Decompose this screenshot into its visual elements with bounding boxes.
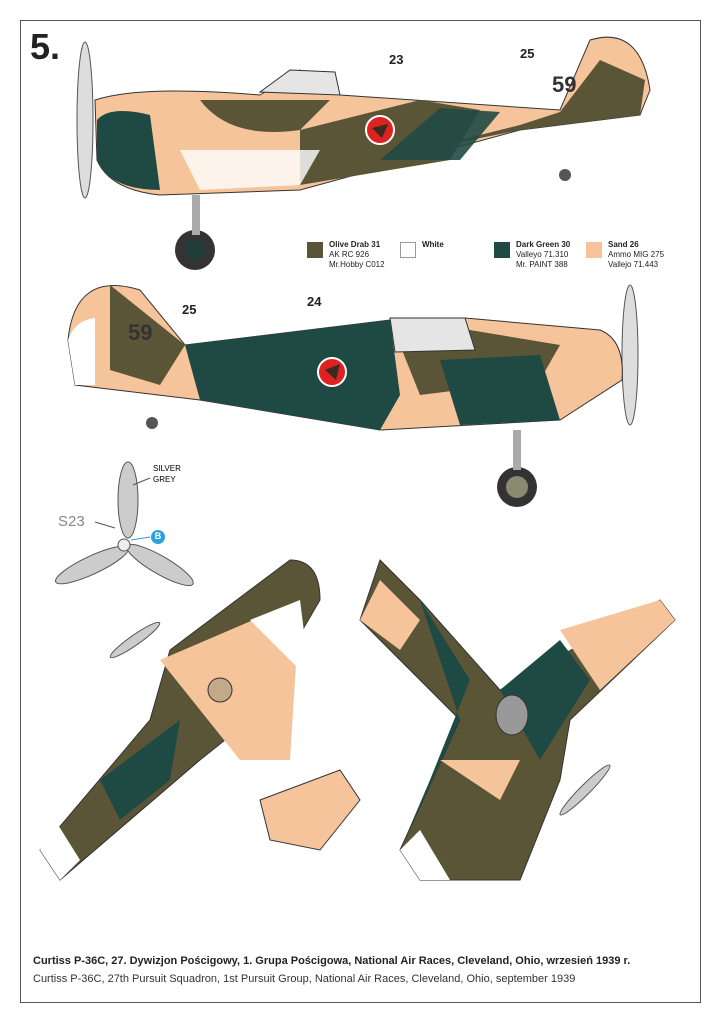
legend-ref: Mr.Hobby C012 xyxy=(329,260,385,269)
decal-24-callout: 24 xyxy=(307,294,322,309)
swatch-olive xyxy=(307,242,323,258)
top-view xyxy=(359,559,676,881)
bottom-view xyxy=(39,559,361,881)
prop-color-label: SILVER GREY xyxy=(153,463,181,485)
legend-white: White xyxy=(400,240,444,258)
prop-color-1: SILVER xyxy=(153,464,181,473)
prop-color-2: GREY xyxy=(153,475,176,484)
propeller-detail xyxy=(55,461,194,587)
legend-name: Dark Green 30 xyxy=(516,240,571,249)
legend-ref: Mr. PAINT 388 xyxy=(516,260,568,269)
legend-ref: Vallejo 71.443 xyxy=(608,260,659,269)
tail-code-right: 59 xyxy=(128,320,153,345)
legend-name: Olive Drab 31 xyxy=(329,240,381,249)
swatch-sand xyxy=(586,242,602,258)
decal-25-callout-right: 25 xyxy=(182,302,197,317)
tail-code-left: 59 xyxy=(552,72,577,97)
decal-25-callout: 25 xyxy=(520,46,535,61)
swatch-dark-green xyxy=(494,242,510,258)
decal-23-callout: 23 xyxy=(389,52,404,67)
legend-ref: Valleyo 71.310 xyxy=(516,250,569,259)
sheet-frame xyxy=(20,20,701,1003)
legend-name: White xyxy=(422,240,444,249)
caption-polish: Curtiss P-36C, 27. Dywizjon Pościgowy, 1… xyxy=(33,955,631,967)
sheet-number: 5. xyxy=(30,26,61,67)
legend-name: Sand 26 xyxy=(608,240,639,249)
marker-b: B xyxy=(154,531,162,541)
part-number-s23: S23 xyxy=(58,513,85,530)
swatch-white xyxy=(400,242,416,258)
legend-ref: Ammo MIG 275 xyxy=(608,250,665,259)
right-side-profile xyxy=(67,284,639,507)
left-side-profile xyxy=(76,36,651,270)
legend-ref: AK RC 926 xyxy=(329,250,370,259)
caption-english: Curtiss P-36C, 27th Pursuit Squadron, 1s… xyxy=(33,973,576,985)
